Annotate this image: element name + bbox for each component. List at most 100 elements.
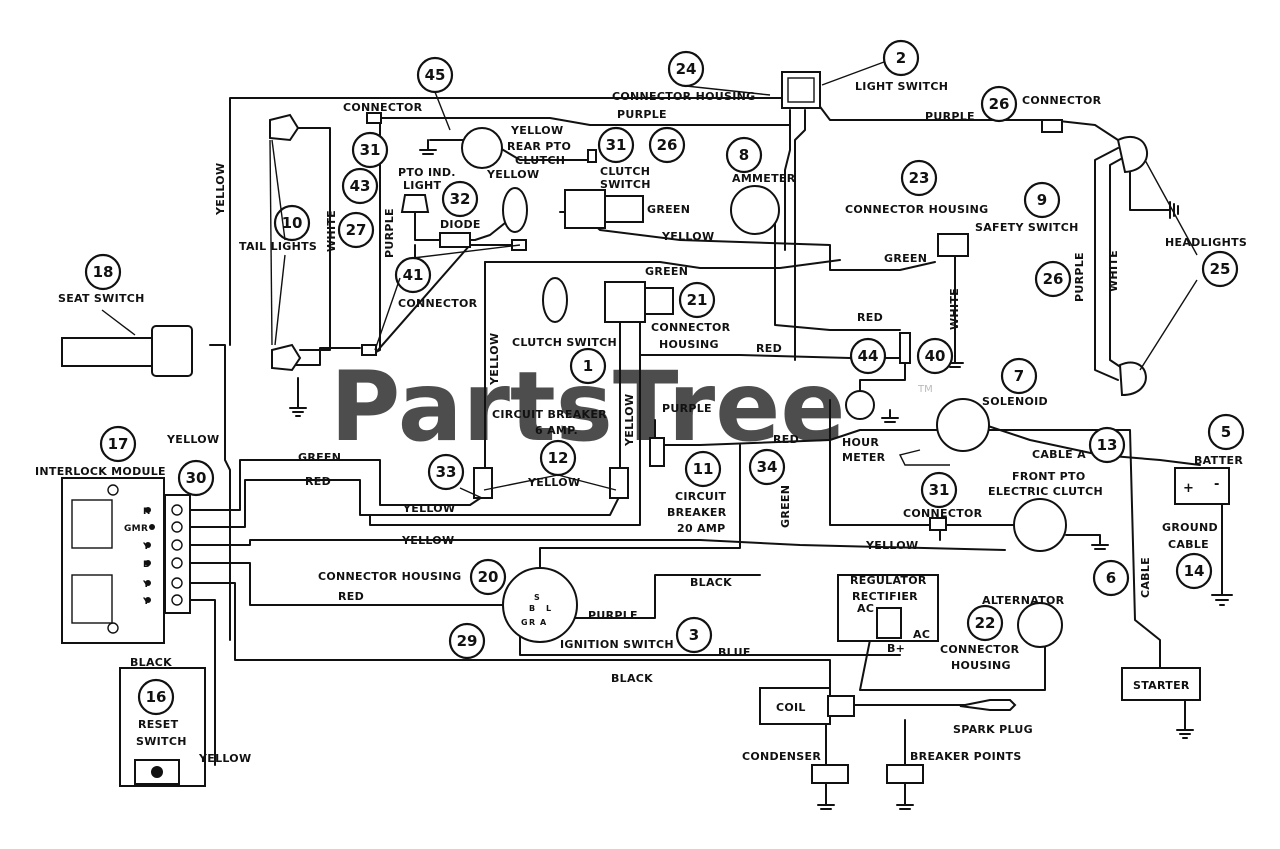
clutch-switch-lower [604,281,646,323]
callout-41: 41 [394,256,432,294]
svg-text:11: 11 [693,460,714,478]
callout-8: 8 [725,136,763,174]
label-reset-2: SWITCH [136,735,187,748]
label-coil: COIL [776,701,806,714]
label-yellow-6: YELLOW [865,539,918,552]
clutch-switch-top [564,189,606,229]
clutch-switch-lower-plunger [542,277,568,323]
connector-rear-pto [587,149,597,163]
callout-21: 21 [678,281,716,319]
callout-26-head: 26 [1034,260,1072,298]
connector-front-pto [929,517,947,531]
label-cable-a: CABLE A [1032,448,1086,461]
svg-text:23: 23 [909,169,930,187]
watermark-tm: TM [917,384,933,395]
svg-text:43: 43 [350,177,371,195]
label-alternator: ALTERNATOR [982,594,1065,607]
label-rear-pto-1: REAR PTO [507,140,571,153]
leader-lines [101,61,1198,499]
label-white-tail: WHITE [325,210,338,252]
label-purple-top: PURPLE [617,108,667,121]
seat-switch-body [61,337,163,367]
svg-text:29: 29 [457,632,478,650]
label-condenser: CONDENSER [742,750,821,763]
label-ignition-switch: IGNITION SWITCH [560,638,674,651]
circuit-breaker-6a-left [473,467,493,499]
label-term-gmr: GMR [124,524,148,534]
callout-31-front: 31 [920,471,958,509]
pto-indicator-light [400,194,430,213]
callout-45: 45 [416,56,454,94]
svg-text:31: 31 [606,136,627,154]
label-safety-switch: SAFETY SWITCH [975,221,1079,234]
callout-2: 2 [882,39,920,77]
safety-switch [937,233,969,257]
label-clutch-switch-top-1: CLUTCH [600,165,650,178]
callout-43: 43 [341,167,379,205]
svg-text:21: 21 [687,291,708,309]
ammeter [730,185,780,235]
callout-27: 27 [337,211,375,249]
callout-10: 10 [273,204,311,242]
label-ac-1: AC [857,602,874,615]
label-diode: DIODE [440,218,481,231]
headlight-lower [1118,361,1147,397]
terminal-block-30 [164,494,191,614]
label-term-y1: Y [142,542,150,552]
svg-text:31: 31 [929,481,950,499]
starter [1121,667,1201,701]
reset-switch [134,759,180,785]
label-hour-meter-1: HOUR [842,436,879,449]
callout-23: 23 [900,159,938,197]
seat-switch-housing [151,325,193,377]
svg-text:1: 1 [583,357,593,375]
connector-40 [899,332,911,364]
tail-light-lower [271,343,302,372]
svg-text:2: 2 [896,49,906,67]
label-ground-cable-2: CABLE [1168,538,1209,551]
label-green-3: GREEN [298,451,341,464]
callout-40: 40 [916,337,954,375]
callout-17: 17 [99,425,137,463]
label-pto-ind-2: LIGHT [403,179,442,192]
label-green-safety: GREEN [884,252,927,265]
label-green-2: GREEN [645,265,688,278]
circuit-breaker-20a [649,437,665,467]
label-breaker-points: BREAKER POINTS [910,750,1022,763]
label-green-vert: GREEN [779,485,792,528]
label-seat-switch: SEAT SWITCH [58,292,145,305]
svg-text:30: 30 [186,469,207,487]
label-solenoid: SOLENOID [982,395,1048,408]
callout-12: 12 [539,439,577,477]
light-switch-face [787,77,815,103]
svg-text:31: 31 [360,141,381,159]
svg-text:44: 44 [858,347,879,365]
label-ign-l: L [546,604,551,613]
label-red-4: RED [305,475,331,488]
callout-24: 24 [667,50,705,88]
callout-13: 13 [1088,426,1126,464]
svg-text:13: 13 [1097,436,1118,454]
coil-terminal [827,695,855,717]
label-red-2: RED [756,342,782,355]
callout-9: 9 [1023,181,1061,219]
label-connector-31: CONNECTOR [903,507,983,520]
callout-20: 20 [469,558,507,596]
svg-text:40: 40 [925,347,946,365]
svg-text:9: 9 [1037,191,1047,209]
coil [759,687,831,725]
label-green-1: GREEN [647,203,690,216]
label-term-y3: Y [142,597,150,607]
label-yellow-4: YELLOW [527,476,580,489]
label-connector-housing-22-1: CONNECTOR [940,643,1020,656]
label-purple-right: PURPLE [925,110,975,123]
label-ign-b: B [529,604,535,613]
callout-16: 16 [137,678,175,716]
connector-top-right [1041,119,1063,133]
svg-text:18: 18 [93,263,114,281]
label-connector-housing-21-2: HOUSING [659,338,719,351]
connector-tail [361,344,377,356]
svg-text:17: 17 [108,435,129,453]
label-b-plus: B+ [887,642,905,655]
